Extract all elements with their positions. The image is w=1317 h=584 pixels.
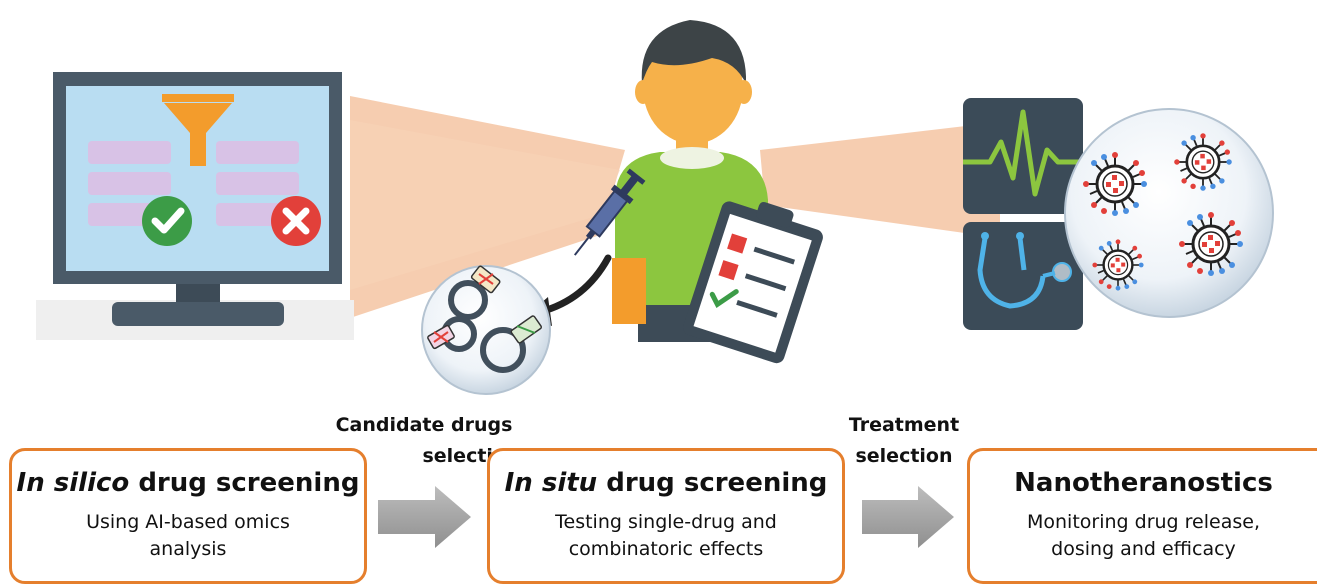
transition-label-line: selection <box>855 445 953 467</box>
step-description-line: Using AI-based omics <box>86 511 290 533</box>
heart-monitor-panel <box>963 98 1083 214</box>
step-description-line: analysis <box>149 538 227 560</box>
computer-monitor-icon <box>53 72 342 326</box>
step-title: In situ drug screening <box>490 467 842 499</box>
cross-icon <box>271 196 321 246</box>
step-description-line: Testing single-drug and <box>555 511 777 533</box>
step-title: Nanotheranostics <box>970 467 1317 499</box>
funnel-icon <box>162 94 234 166</box>
transition-label-line: Candidate drugs <box>335 414 513 436</box>
step-arrow <box>378 486 471 548</box>
nanotheranostics-step-box: Nanotheranostics Monitoring drug release… <box>967 448 1317 584</box>
step-description-line: dosing and efficacy <box>1051 538 1236 560</box>
check-icon <box>142 196 192 246</box>
beam-left-inner <box>350 120 620 290</box>
beam-right <box>760 122 1000 238</box>
curved-arrow-icon <box>536 254 612 316</box>
step-description: Using AI-based omics analysis <box>12 509 364 563</box>
step-arrow <box>862 486 954 548</box>
step-title-rest: Nanotheranostics <box>1014 468 1273 498</box>
step-title-italic: In silico <box>16 468 130 498</box>
step-title-italic: In situ <box>504 468 598 498</box>
step-title-rest: drug screening <box>129 468 360 498</box>
treatment-selection-label: Treatment selection <box>836 410 972 472</box>
step-title: In silico drug screening <box>12 467 364 499</box>
step-description-line: combinatoric effects <box>568 538 764 560</box>
in-silico-step-box: In silico drug screening Using AI-based … <box>9 448 367 584</box>
nanoparticle-bubble <box>1064 108 1274 318</box>
step-title-rest: drug screening <box>597 468 828 498</box>
syringe-icon <box>573 168 646 256</box>
stethoscope-panel <box>963 222 1083 330</box>
in-situ-step-box: In situ drug screening Testing single-dr… <box>487 448 845 584</box>
drug-combination-bubble <box>421 265 551 395</box>
step-description: Testing single-drug and combinatoric eff… <box>490 509 842 563</box>
clipboard-icon <box>682 201 823 364</box>
step-description-line: Monitoring drug release, <box>1027 511 1260 533</box>
transition-label-line: Treatment <box>848 414 960 436</box>
step-description: Monitoring drug release, dosing and effi… <box>970 509 1317 563</box>
